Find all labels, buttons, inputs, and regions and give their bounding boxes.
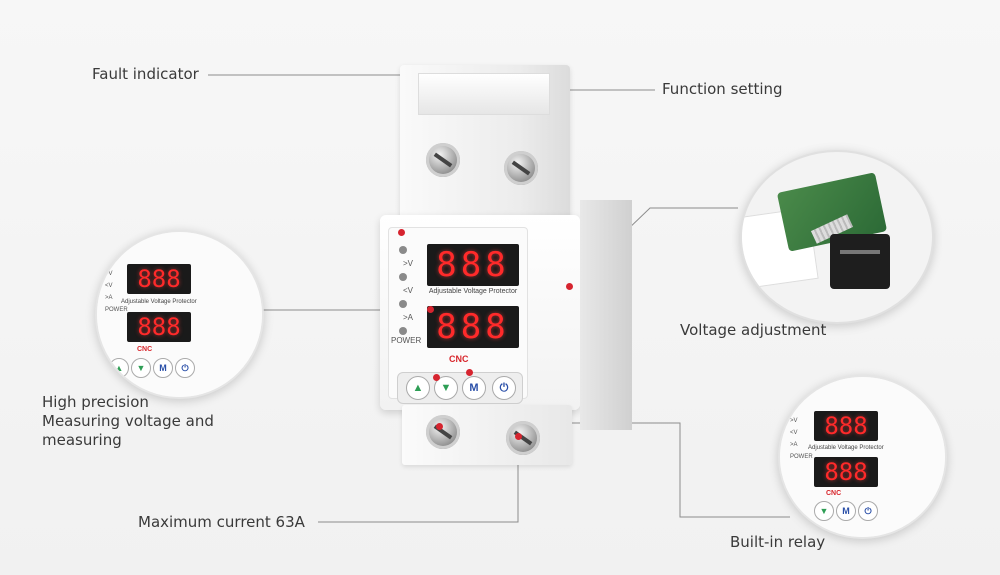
- marker-terminal-right: [515, 433, 522, 440]
- marker-terminal-left: [436, 423, 443, 430]
- device-bottom-block: [402, 405, 572, 465]
- zoom2-mode-button: M: [836, 501, 856, 521]
- zoom-panel-title: Adjustable Voltage Protector: [121, 299, 197, 305]
- zoom-label-under-v: <V: [105, 283, 113, 289]
- zoom-down-arrow-icon: ▼: [136, 363, 146, 373]
- zoom-power-button: ⏻: [175, 358, 195, 378]
- label-over-current: >A: [403, 313, 414, 322]
- callout-voltage-adjustment: Voltage adjustment: [680, 321, 827, 339]
- zoom2-mode-label: M: [842, 506, 850, 516]
- power-button[interactable]: ⏻: [492, 376, 516, 400]
- zoom-label-over-a: >A: [105, 295, 113, 301]
- device-top-rail: [418, 73, 550, 115]
- terminal-screw-top-left: [426, 143, 460, 177]
- zoom2-power-icon: ⏻: [864, 506, 872, 516]
- zoom-up-arrow-icon: ▲: [114, 363, 124, 373]
- callout-high-precision-line2: Measuring voltage and: [42, 412, 214, 430]
- callout-max-current: Maximum current 63A: [138, 513, 305, 531]
- mode-button-label: M: [469, 382, 479, 394]
- under-voltage-led: [399, 300, 407, 308]
- leader-fault: [208, 74, 403, 232]
- marker-voltage-adj: [566, 283, 573, 290]
- marker-function: [466, 369, 473, 376]
- zoom2-label-under-v: <V: [790, 430, 798, 436]
- zoom2-panel-title: Adjustable Voltage Protector: [808, 445, 884, 451]
- zoom-power-icon: ⏻: [181, 363, 189, 373]
- terminal-screw-bottom-right: [506, 421, 540, 455]
- label-under-voltage: <V: [403, 286, 414, 295]
- zoom-indicator-labels: >V <V >A POWER: [105, 268, 128, 316]
- voltage-display: 888: [427, 244, 519, 286]
- power-led: [399, 327, 407, 335]
- zoom-relay-detail: >V <V >A POWER 888 Adjustable Voltage Pr…: [778, 375, 947, 539]
- device-top-block: [400, 65, 570, 225]
- control-panel: >V <V >A POWER 888 Adjustable Voltage Pr…: [388, 227, 528, 404]
- callout-fault-indicator: Fault indicator: [92, 65, 199, 83]
- terminal-screw-top-right: [504, 151, 538, 185]
- callout-function-setting: Function setting: [662, 80, 783, 98]
- zoom2-brand: CNC: [826, 490, 842, 497]
- zoom2-label-over-v: >V: [790, 418, 798, 424]
- button-bar: ▲ ▼ M ⏻: [397, 372, 523, 404]
- zoom-display-detail: >V <V >A POWER 888 Adjustable Voltage Pr…: [95, 230, 264, 399]
- callout-high-precision-line1: High precision: [42, 393, 149, 411]
- mode-button[interactable]: M: [462, 376, 486, 400]
- zoom2-power-button: ⏻: [858, 501, 878, 521]
- label-power: POWER: [391, 336, 422, 345]
- brand-logo: CNC: [449, 354, 469, 364]
- zoom-voltage-display: 888: [127, 264, 191, 294]
- panel-title: Adjustable Voltage Protector: [428, 288, 518, 295]
- device-side: [580, 200, 632, 430]
- zoom2-label-over-a: >A: [790, 442, 798, 448]
- callout-built-in-relay: Built-in relay: [730, 533, 826, 551]
- zoom2-down-arrow-icon: ▼: [819, 506, 829, 516]
- zoom-label-over-v: >V: [105, 271, 113, 277]
- relay-component: [830, 234, 890, 289]
- label-over-voltage: >V: [403, 259, 414, 268]
- power-icon: ⏻: [499, 382, 509, 394]
- down-button[interactable]: ▼: [434, 376, 458, 400]
- zoom2-indicator-labels: >V <V >A POWER: [790, 415, 813, 463]
- up-button[interactable]: ▲: [406, 376, 430, 400]
- current-display: 888: [427, 306, 519, 348]
- up-arrow-icon: ▲: [412, 382, 424, 394]
- zoom-brand: CNC: [137, 346, 153, 353]
- callout-high-precision: High precision Measuring voltage and mea…: [42, 393, 242, 450]
- zoom-mode-label: M: [159, 363, 167, 373]
- zoom-down-button: ▼: [131, 358, 151, 378]
- marker-down-button: [433, 374, 440, 381]
- zoom2-label-power: POWER: [790, 454, 813, 460]
- voltage-protector-device: >V <V >A POWER 888 Adjustable Voltage Pr…: [380, 65, 632, 475]
- fault-led: [399, 246, 407, 254]
- over-voltage-led: [399, 273, 407, 281]
- zoom-up-button: ▲: [109, 358, 129, 378]
- marker-fault: [398, 229, 405, 236]
- down-arrow-icon: ▼: [440, 382, 452, 394]
- zoom-current-display: 888: [127, 312, 191, 342]
- callout-high-precision-line3: measuring: [42, 431, 122, 449]
- terminal-screw-bottom-left: [426, 415, 460, 449]
- zoom2-voltage-display: 888: [814, 411, 878, 441]
- device-front-panel: >V <V >A POWER 888 Adjustable Voltage Pr…: [380, 200, 632, 430]
- zoom-pcb-detail: [740, 150, 934, 324]
- zoom-mode-button: M: [153, 358, 173, 378]
- indicator-column: >V <V >A: [397, 246, 427, 340]
- marker-precision: [427, 306, 434, 313]
- zoom-label-power: POWER: [105, 307, 128, 313]
- zoom2-current-display: 888: [814, 457, 878, 487]
- zoom2-down-button: ▼: [814, 501, 834, 521]
